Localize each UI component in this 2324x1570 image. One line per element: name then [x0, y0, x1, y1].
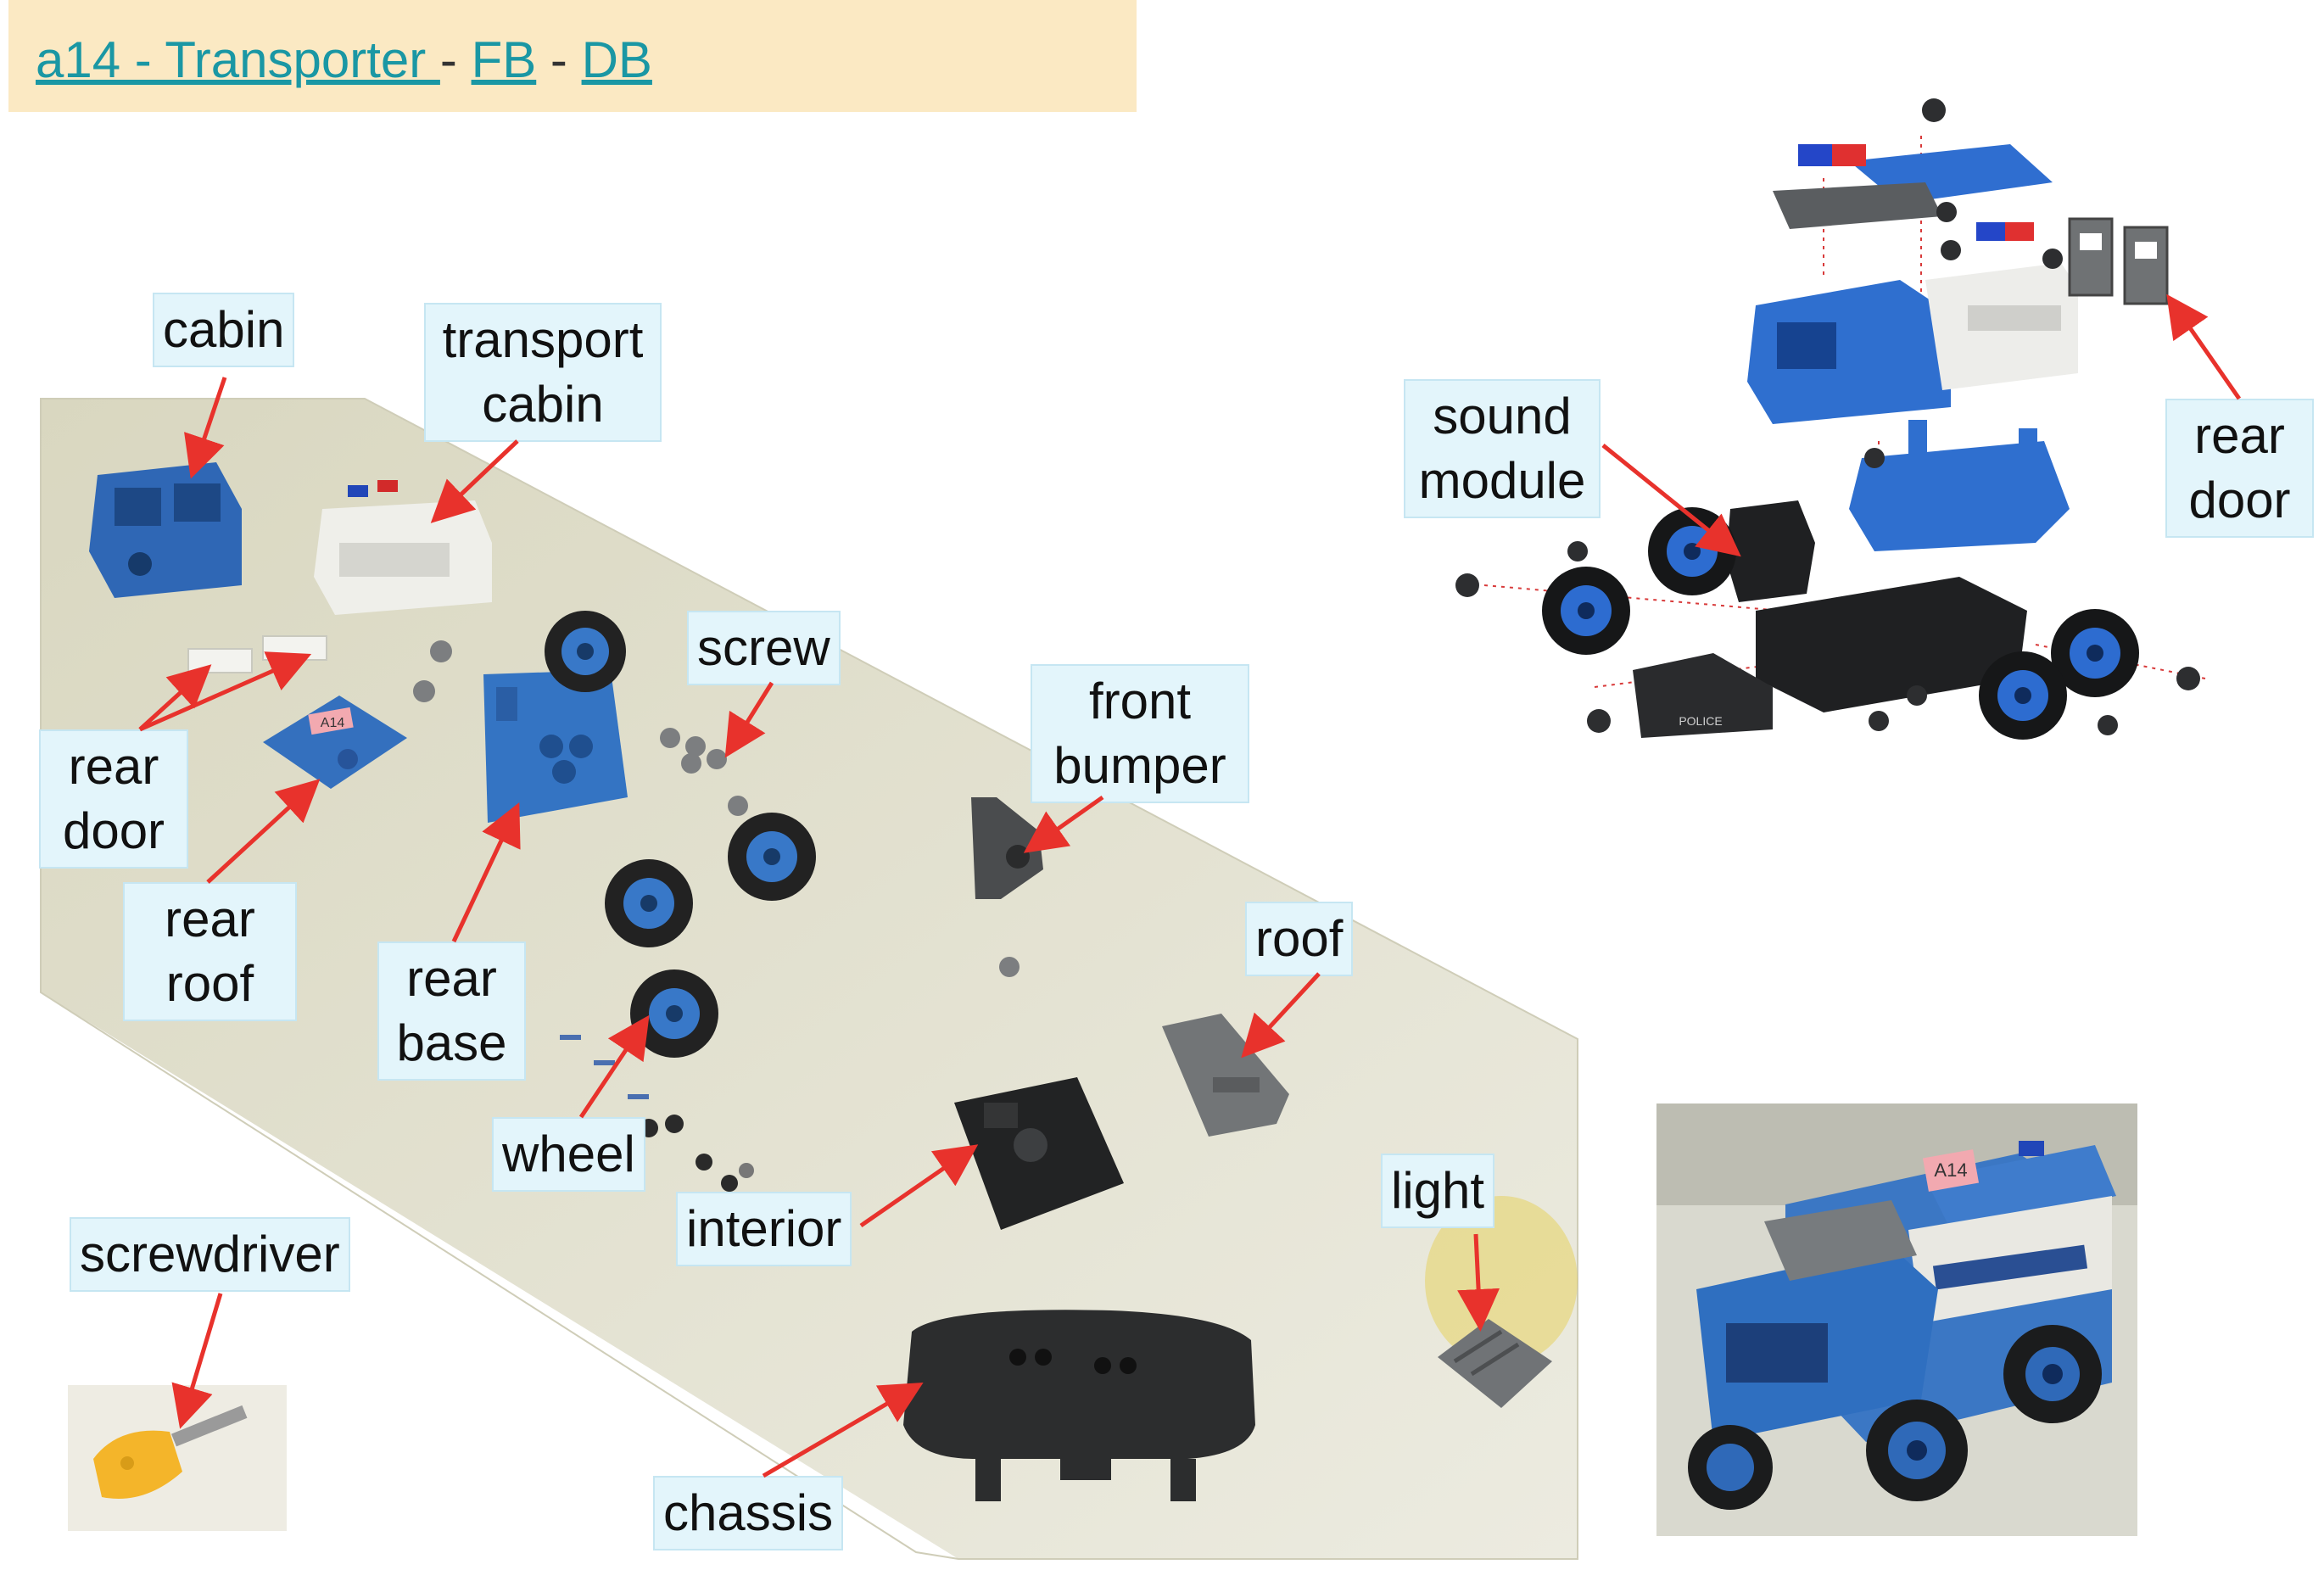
- label-light: light: [1381, 1154, 1495, 1228]
- label-text: rear: [2194, 407, 2285, 464]
- label-text: chassis: [663, 1484, 834, 1541]
- cabin-part: [89, 462, 242, 598]
- interior-part: [954, 1077, 1124, 1230]
- label-text: cabin: [482, 376, 604, 433]
- screwdriver-photo: [68, 1385, 287, 1531]
- label-text: door: [62, 802, 165, 859]
- title-separator-1: -: [439, 31, 472, 88]
- rear-roof-part: A14: [263, 696, 407, 789]
- label-text: cabin: [163, 301, 285, 358]
- label-text: door: [2188, 472, 2291, 528]
- light-part: [1438, 1319, 1552, 1408]
- label-text: module: [1418, 452, 1586, 509]
- chassis-part: [903, 1310, 1255, 1501]
- assembled-truck-photo: A14: [1656, 1103, 2137, 1536]
- label-text: rear: [68, 738, 159, 795]
- police-badge-text: POLICE: [1679, 714, 1722, 728]
- exploded-view-render: POLICE: [1455, 98, 2206, 740]
- rear-base-part: [483, 670, 628, 823]
- inset-sticker: A14: [1934, 1159, 1967, 1181]
- label-text: base: [396, 1014, 507, 1071]
- screw-parts: [413, 640, 1020, 977]
- label-text: transport: [442, 311, 644, 368]
- label-sound-module: sound module: [1404, 379, 1601, 518]
- label-text: interior: [686, 1200, 842, 1257]
- title-link-db[interactable]: DB: [581, 31, 652, 88]
- header-title: a14 - Transporter - FB - DB: [36, 31, 652, 89]
- label-rear-door-right: rear door: [2165, 399, 2314, 538]
- label-screwdriver: screwdriver: [70, 1217, 350, 1292]
- label-text: screw: [697, 619, 830, 676]
- wheel-parts: [545, 611, 816, 1058]
- title-link-transporter[interactable]: a14 - Transporter: [36, 31, 440, 88]
- label-text: rear: [165, 891, 255, 947]
- label-rear-door-left: rear door: [39, 729, 188, 869]
- label-interior: interior: [676, 1192, 852, 1266]
- label-front-bumper: front bumper: [1031, 664, 1249, 803]
- transport-cabin-part: [314, 480, 492, 615]
- label-screw: screw: [687, 611, 841, 685]
- label-text: wheel: [502, 1126, 635, 1182]
- label-rear-roof: rear roof: [123, 882, 297, 1021]
- label-text: front: [1088, 673, 1192, 729]
- label-text: light: [1391, 1162, 1485, 1219]
- label-roof: roof: [1245, 902, 1354, 976]
- label-text: rear: [406, 950, 497, 1007]
- label-transport-cabin: transport cabin: [424, 303, 662, 442]
- label-text: screwdriver: [80, 1226, 340, 1282]
- label-text: roof: [1255, 910, 1344, 967]
- rear-roof-sticker: A14: [321, 716, 345, 730]
- label-rear-base: rear base: [377, 941, 526, 1081]
- label-text: sound: [1433, 388, 1572, 444]
- label-wheel: wheel: [492, 1117, 645, 1192]
- label-text: bumper: [1053, 737, 1226, 794]
- label-chassis: chassis: [653, 1476, 844, 1550]
- page-header: a14 - Transporter - FB - DB: [8, 0, 1137, 112]
- label-cabin: cabin: [153, 293, 295, 367]
- roof-part: [1162, 1014, 1289, 1137]
- title-separator-2: -: [536, 31, 582, 88]
- label-text: roof: [165, 955, 254, 1012]
- title-link-fb[interactable]: FB: [471, 31, 537, 88]
